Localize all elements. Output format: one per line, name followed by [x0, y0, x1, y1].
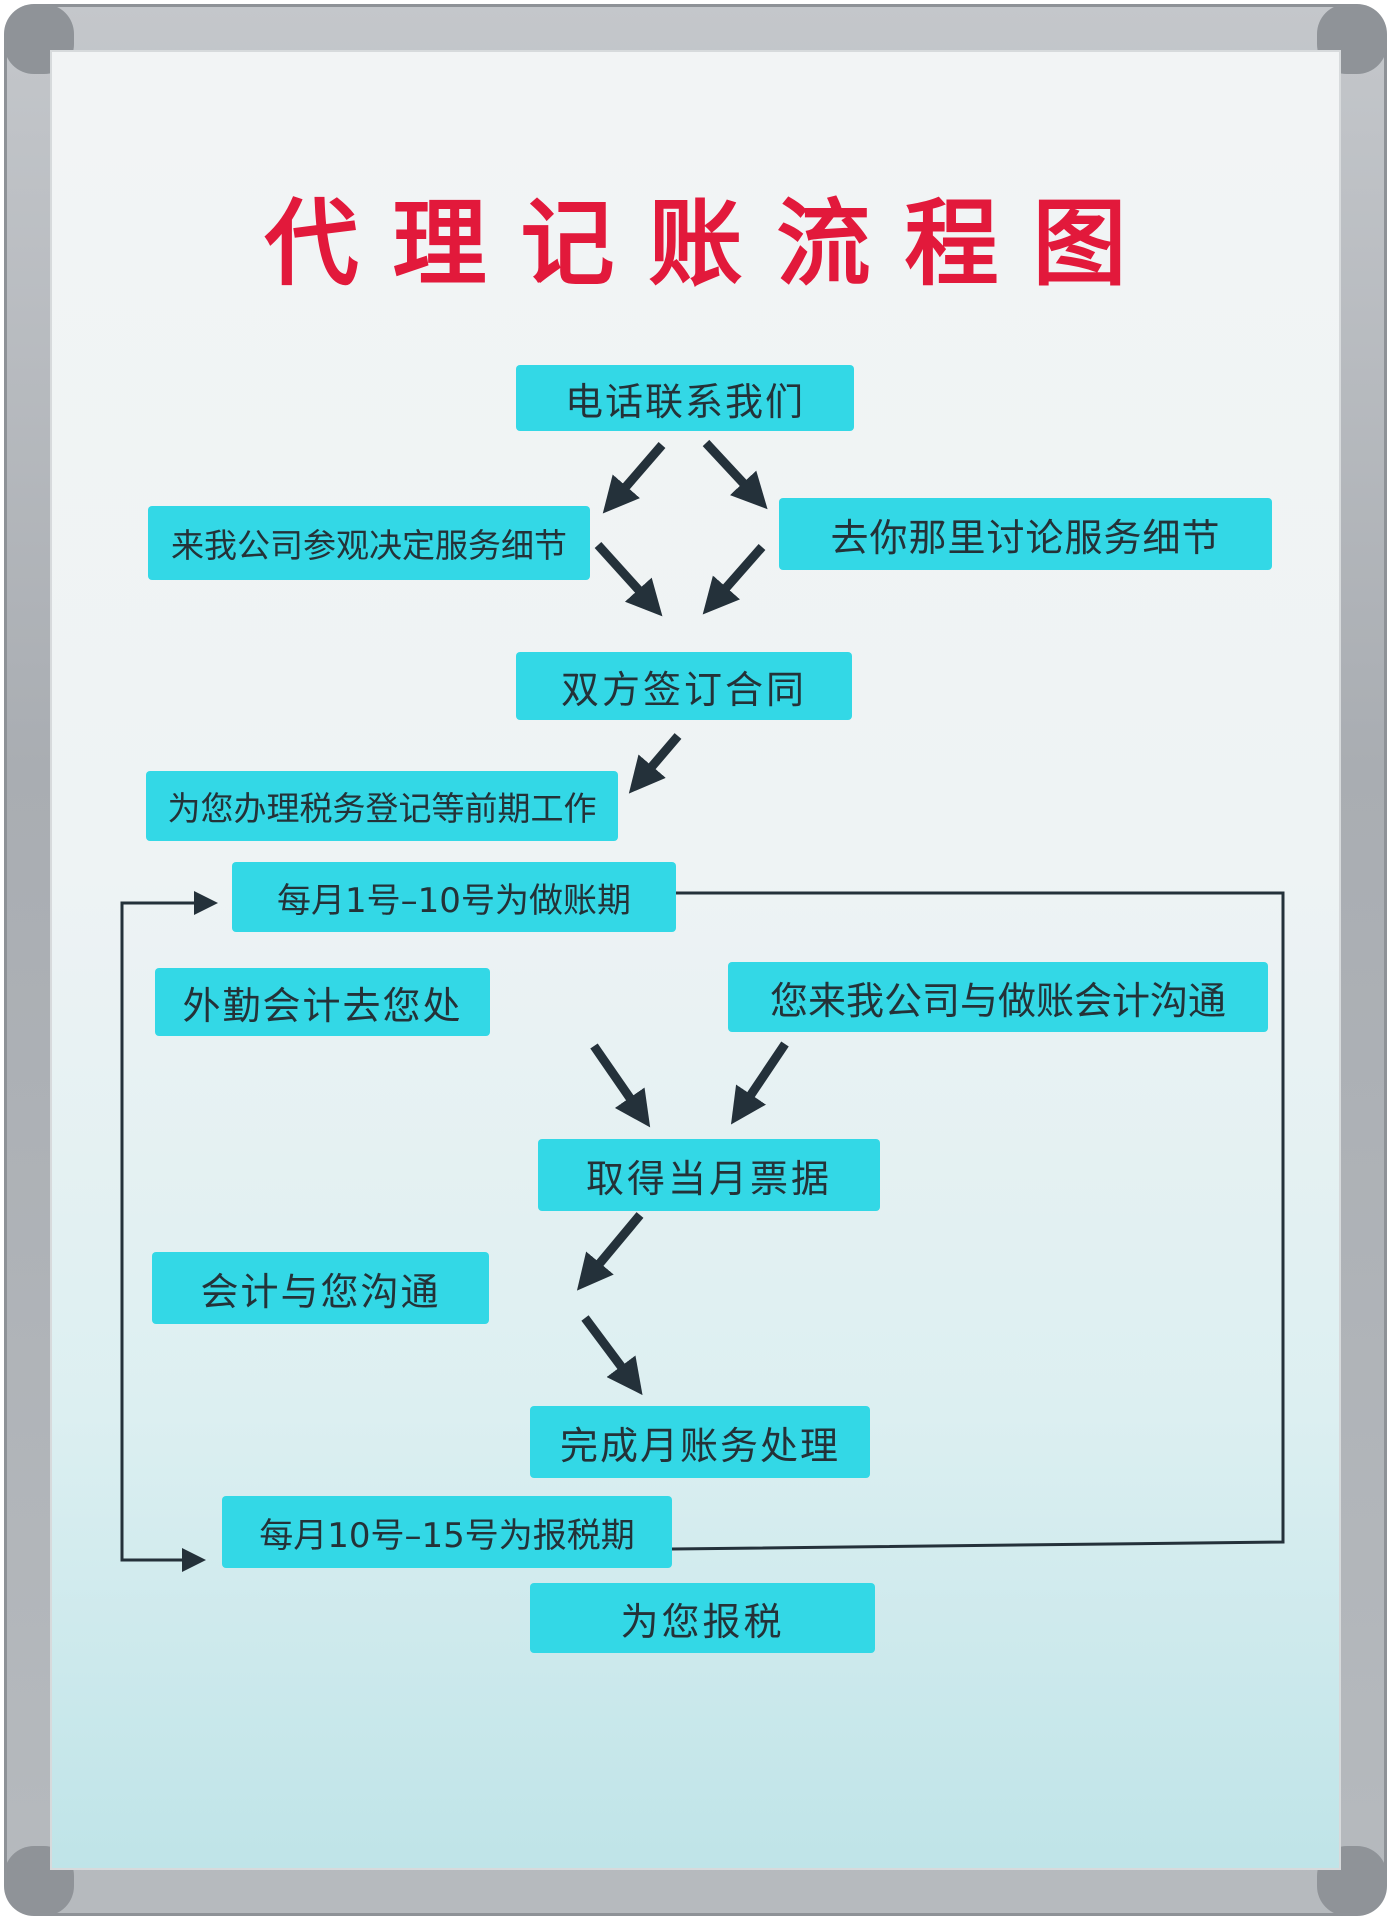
step-finish-accounts: 完成月账务处理 — [530, 1406, 870, 1478]
loop-line-left — [120, 901, 206, 1572]
arrow-receipts-to-communicate — [576, 1212, 644, 1291]
step-you-come-to-us: 您来我公司与做账会计沟通 — [728, 962, 1268, 1032]
arrow-contact-to-visit — [602, 442, 666, 514]
arrow-go-to-sign — [702, 544, 766, 615]
arrow-contact-to-go — [702, 439, 768, 510]
arrow-communicate-to-finish — [581, 1315, 643, 1396]
loop-line-right — [671, 891, 1285, 1551]
step-field-accountant: 外勤会计去您处 — [155, 968, 490, 1036]
step-contact-us: 电话联系我们 — [516, 365, 854, 431]
arrow-sign-to-registration — [628, 733, 682, 794]
step-bookkeeping-period: 每月1号–10号为做账期 — [232, 862, 676, 932]
step-discuss-at-your-place: 去你那里讨论服务细节 — [779, 498, 1272, 570]
step-accountant-communicates: 会计与您沟通 — [152, 1252, 489, 1324]
step-tax-period: 每月10号–15号为报税期 — [222, 1496, 672, 1568]
chart-title: 代理记账流程图 — [264, 190, 1161, 299]
step-sign-contract: 双方签订合同 — [516, 652, 852, 720]
step-file-taxes: 为您报税 — [530, 1583, 875, 1653]
step-visit-company: 来我公司参观决定服务细节 — [148, 506, 590, 580]
arrow-field-to-receipts — [590, 1043, 651, 1128]
arrow-you-come-to-receipts — [730, 1041, 789, 1125]
step-get-receipts: 取得当月票据 — [538, 1139, 880, 1211]
arrow-visit-to-sign — [594, 541, 663, 617]
step-tax-registration: 为您办理税务登记等前期工作 — [146, 771, 618, 841]
